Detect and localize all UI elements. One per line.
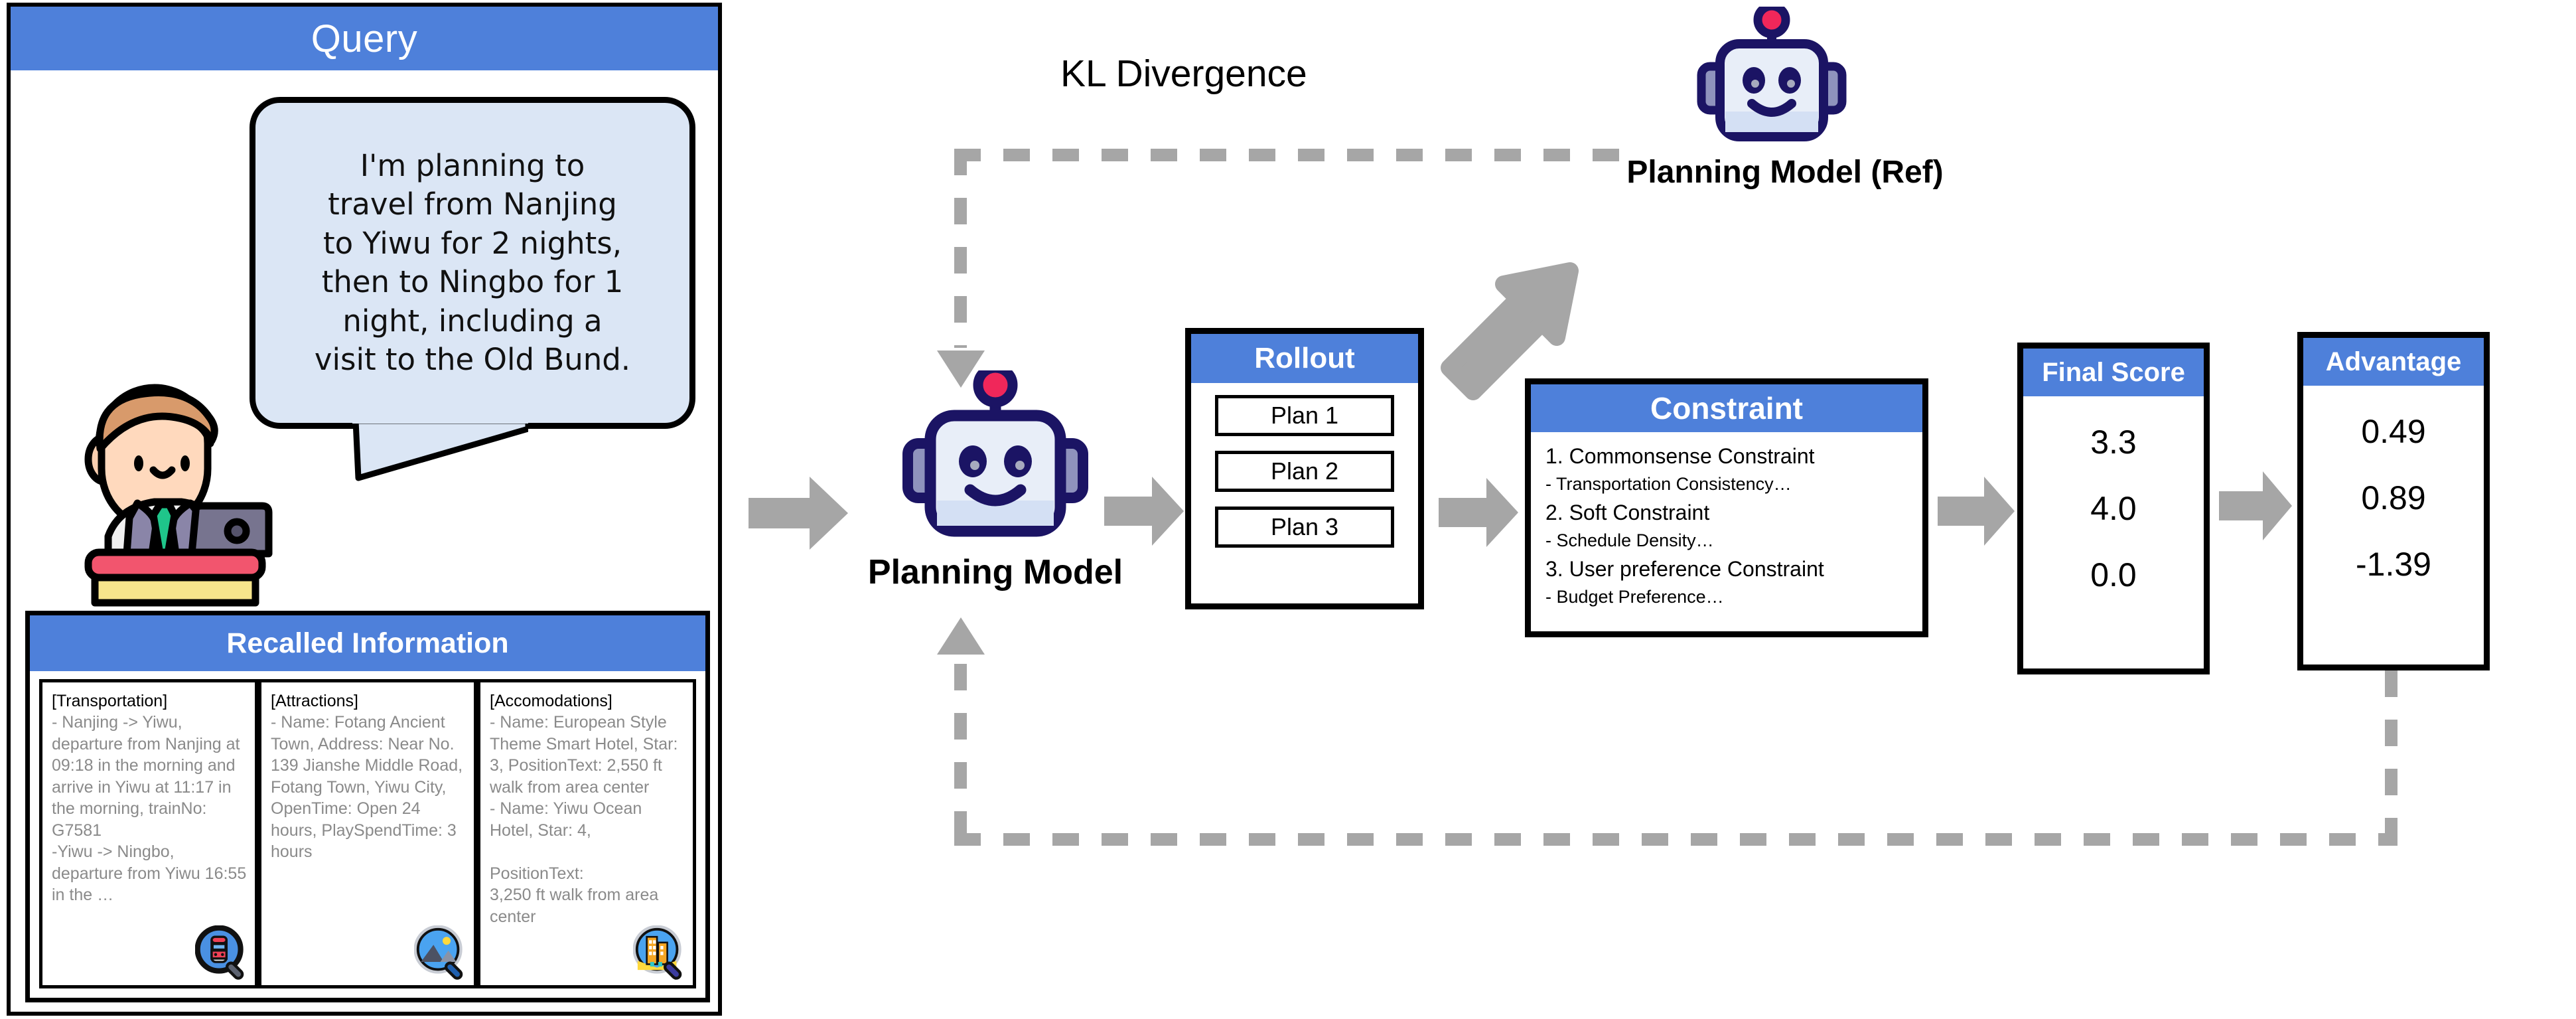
recall-column-title: [Accomodations] <box>490 692 612 710</box>
advantage-title: Advantage <box>2325 347 2462 376</box>
recalled-information-panel: Recalled Information [Transportation] - … <box>25 611 710 1002</box>
recall-column-body: - Name: Fotang Ancient Town, Address: Ne… <box>271 713 463 861</box>
rollout-plan-list: Plan 1 Plan 2 Plan 3 <box>1215 395 1394 548</box>
robot-head-icon <box>896 362 1095 543</box>
feedback-dashed-horizontal <box>954 833 2397 846</box>
recall-column-body: - Nanjing -> Yiwu, departure from Nanjin… <box>52 713 247 904</box>
recalled-information-title: Recalled Information <box>226 627 509 659</box>
kl-dashed-vertical <box>954 149 967 348</box>
feedback-up-arrowhead-icon <box>937 617 985 655</box>
final-score-header: Final Score <box>2023 349 2204 396</box>
landscape-magnifier-icon <box>414 925 463 980</box>
constraint-major-item: 2. Soft Constraint <box>1545 500 1710 524</box>
rollout-header: Rollout <box>1191 334 1418 383</box>
speech-bubble-body: I'm planning to travel from Nanjing to Y… <box>250 97 695 429</box>
rollout-title: Rollout <box>1254 342 1355 374</box>
constraint-box: Constraint 1. Commonsense Constraint - T… <box>1525 378 1928 637</box>
final-score-box: Final Score 3.3 4.0 0.0 <box>2017 343 2210 674</box>
advantage-value: -1.39 <box>2356 546 2431 583</box>
constraint-major-item: 3. User preference Constraint <box>1545 556 1824 581</box>
recalled-information-columns: [Transportation] - Nanjing -> Yiwu, depa… <box>39 679 696 988</box>
right-arrow-icon <box>1104 477 1184 546</box>
robot-head-icon <box>1692 1 1851 146</box>
advantage-values: 0.49 0.89 -1.39 <box>2303 395 2484 665</box>
recall-column-body: - Name: European Style Theme Smart Hotel… <box>490 713 678 926</box>
feedback-dashed-vertical-right <box>2385 670 2397 844</box>
constraint-header: Constraint <box>1531 384 1922 432</box>
constraint-minor-item: - Schedule Density… <box>1545 530 1714 551</box>
plan-item[interactable]: Plan 1 <box>1215 395 1394 436</box>
constraint-minor-item: - Transportation Consistency… <box>1545 474 1792 495</box>
feedback-dashed-vertical-left <box>954 664 967 844</box>
query-panel-header: Query <box>11 7 718 70</box>
plan-item[interactable]: Plan 3 <box>1215 507 1394 548</box>
query-title: Query <box>311 17 418 60</box>
planning-model-ref: Planning Model (Ref) <box>1599 1 1971 292</box>
recall-column-title: [Transportation] <box>52 692 168 710</box>
query-panel: Query I'm planning to travel from Nanjin… <box>7 3 722 1016</box>
final-score-value: 4.0 <box>2090 490 2137 527</box>
advantage-value: 0.89 <box>2361 479 2426 516</box>
plan-item[interactable]: Plan 2 <box>1215 451 1394 492</box>
diagonal-up-right-arrow-icon <box>1441 262 1579 400</box>
kl-divergence-label: KL Divergence <box>1060 52 1307 95</box>
planning-model-label: Planning Model <box>867 553 1123 591</box>
final-score-value: 3.3 <box>2090 424 2137 461</box>
recall-column-attractions: [Attractions] - Name: Fotang Ancient Tow… <box>258 679 477 988</box>
person-with-laptop-icon <box>84 384 273 607</box>
final-score-title: Final Score <box>2042 357 2185 387</box>
planning-model: Planning Model <box>856 362 1135 636</box>
speech-bubble: I'm planning to travel from Nanjing to Y… <box>250 97 695 481</box>
rollout-box: Rollout Plan 1 Plan 2 Plan 3 <box>1185 328 1424 609</box>
kl-down-arrowhead-icon <box>937 351 985 388</box>
advantage-value: 0.49 <box>2361 413 2426 450</box>
speech-bubble-tail <box>352 421 528 481</box>
constraint-list: 1. Commonsense Constraint - Transportati… <box>1545 441 1913 611</box>
constraint-title: Constraint <box>1650 391 1803 426</box>
hotel-magnifier-icon <box>633 925 682 980</box>
planning-model-ref-label: Planning Model (Ref) <box>1626 155 1944 190</box>
right-arrow-icon <box>2219 471 2292 540</box>
right-arrow-icon <box>1439 478 1518 547</box>
final-score-value: 0.0 <box>2090 556 2137 593</box>
recall-column-accomodations: [Accomodations] - Name: European Style T… <box>477 679 696 988</box>
right-arrow-icon <box>1938 477 2015 546</box>
kl-dashed-horizontal <box>954 149 1624 161</box>
advantage-header: Advantage <box>2303 338 2484 386</box>
right-arrow-icon <box>749 477 848 550</box>
constraint-major-item: 1. Commonsense Constraint <box>1545 444 1815 468</box>
constraint-minor-item: - Budget Preference… <box>1545 587 1724 607</box>
recalled-information-header: Recalled Information <box>30 615 705 671</box>
advantage-box: Advantage 0.49 0.89 -1.39 <box>2297 332 2490 670</box>
recall-column-transportation: [Transportation] - Nanjing -> Yiwu, depa… <box>39 679 258 988</box>
query-text: I'm planning to travel from Nanjing to Y… <box>314 147 631 378</box>
train-magnifier-icon <box>195 925 244 980</box>
recall-column-title: [Attractions] <box>271 692 358 710</box>
final-score-values: 3.3 4.0 0.0 <box>2023 406 2204 668</box>
